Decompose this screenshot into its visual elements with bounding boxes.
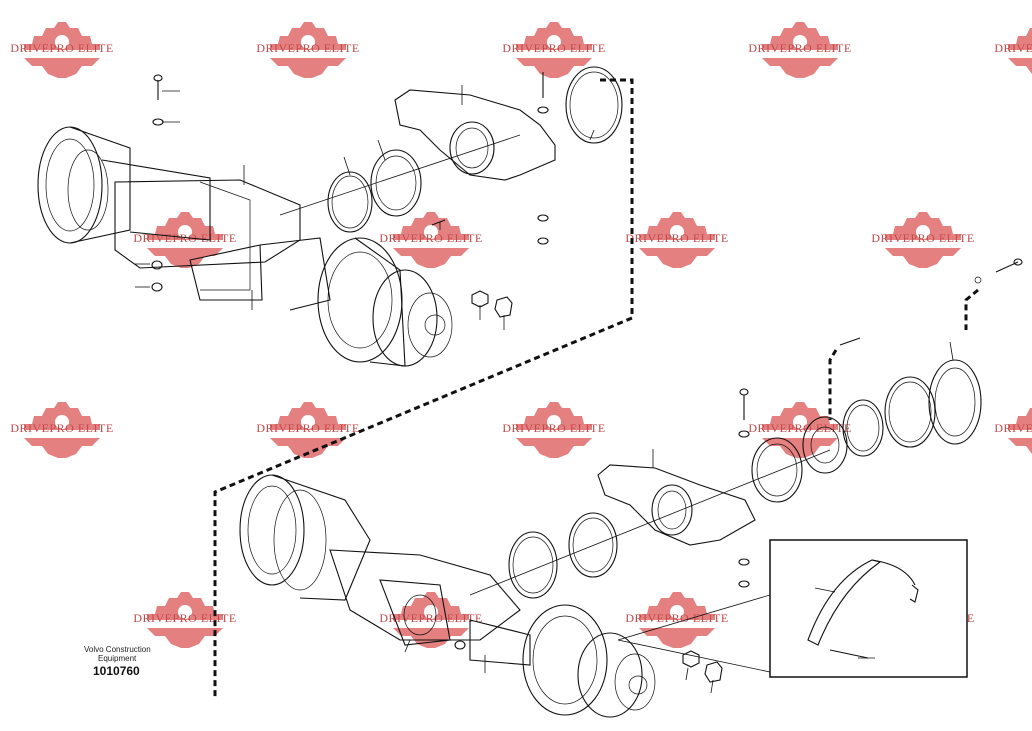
watermark-text: DRIVEPRO ELITE xyxy=(748,421,851,435)
watermark-text: DRIVEPRO ELITE xyxy=(625,231,728,245)
watermark-text: DRIVEPRO ELITE xyxy=(133,611,236,625)
caption-line-1: Volvo Construction xyxy=(84,645,151,654)
detail-inset-box xyxy=(617,539,968,678)
watermark-text: DRIVEPRO ELITE xyxy=(871,231,974,245)
watermark-text: DRIVEPRO ELITE xyxy=(502,421,605,435)
top-axle-assembly xyxy=(37,66,623,367)
watermark-text: DRIVEPRO ELITE xyxy=(256,41,359,55)
watermark-text: DRIVEPRO ELITE xyxy=(10,41,113,55)
leader-lines xyxy=(135,85,954,694)
watermark-text: DRIVEPRO ELITE xyxy=(256,421,359,435)
bottom-axle-assembly xyxy=(239,474,723,718)
right-detail-parts xyxy=(469,258,1023,599)
document-number: 1010760 xyxy=(93,664,140,678)
watermark-text: DRIVEPRO ELITE xyxy=(379,231,482,245)
watermark-text: DRIVEPRO ELITE xyxy=(10,421,113,435)
caption-line-2: Equipment xyxy=(98,654,137,663)
watermark-text: DRIVEPRO ELITE xyxy=(994,421,1032,435)
watermark-text: DRIVEPRO ELITE xyxy=(994,41,1032,55)
watermark-text: DRIVEPRO ELITE xyxy=(748,41,851,55)
dashed-connector-top xyxy=(213,78,634,700)
watermark-text: DRIVEPRO ELITE xyxy=(502,41,605,55)
watermark-text: DRIVEPRO ELITE xyxy=(625,611,728,625)
